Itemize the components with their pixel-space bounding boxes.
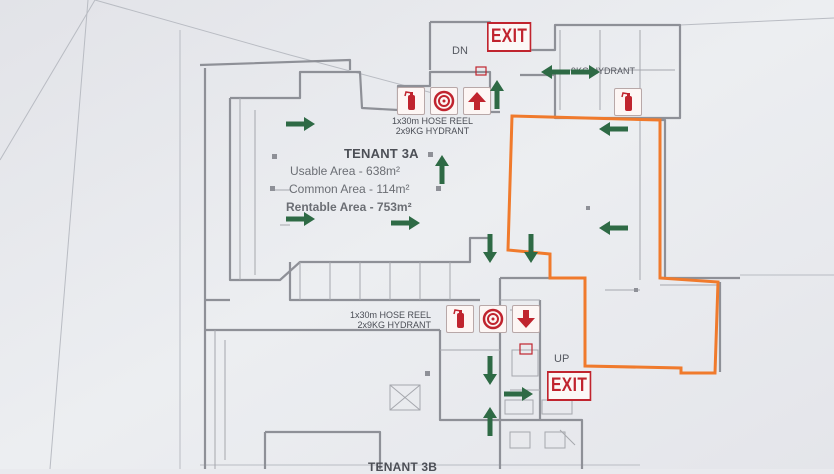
tenant-name: TENANT 3A xyxy=(344,146,419,161)
equipment-note-lower-line2: 2x9KG HYDRANT xyxy=(357,320,432,331)
fire-extinguisher-icon-lower xyxy=(446,305,474,333)
evacuation-arrow-right xyxy=(286,117,315,131)
equipment-note-upper-line2: 2x9KG HYDRANT xyxy=(395,126,470,137)
equipment-note-upper: 1x30m HOSE REEL 2x9KG HYDRANT xyxy=(392,116,473,137)
evacuation-arrow-up xyxy=(483,407,497,436)
hydrant-note: 9KG HYDRANT xyxy=(571,66,636,76)
equipment-note-lower: 1x30m HOSE REEL 2x9KG HYDRANT xyxy=(350,310,431,331)
highlighted-tenancy-outline xyxy=(506,114,720,375)
evacuation-arrow-left xyxy=(541,65,570,79)
hose-reel-icon xyxy=(430,87,458,115)
evacuation-arrow-up xyxy=(435,155,449,184)
arrow-up-icon xyxy=(463,87,491,115)
evacuation-arrow-left xyxy=(599,221,628,235)
hose-reel-icon-lower xyxy=(479,305,507,333)
evacuation-arrow-down xyxy=(524,234,538,263)
evacuation-arrow-right xyxy=(504,387,533,401)
stair-down-label: DN xyxy=(452,45,468,57)
evacuation-arrow-left xyxy=(599,122,628,136)
common-area: Common Area - 114m² xyxy=(289,182,410,196)
evacuation-arrow-right xyxy=(571,65,600,79)
fire-extinguisher-icon xyxy=(397,87,425,115)
fire-extinguisher-icon-right xyxy=(614,88,642,116)
structural-columns xyxy=(270,152,638,376)
evacuation-arrow-right xyxy=(286,212,315,226)
usable-area: Usable Area - 638m² xyxy=(290,164,401,178)
arrow-down-icon xyxy=(512,305,540,333)
exit-sign-top: EXIT xyxy=(487,22,532,52)
equipment-note-lower-line1: 1x30m HOSE REEL xyxy=(350,310,432,320)
evacuation-arrow-down xyxy=(483,234,497,263)
evacuation-arrow-up xyxy=(490,80,504,109)
evacuation-arrow-right xyxy=(391,216,420,230)
rentable-area: Rentable Area - 753m² xyxy=(286,200,412,214)
stair-up-label: UP xyxy=(554,353,570,365)
exit-sign-bottom: EXIT xyxy=(547,371,592,401)
evacuation-arrow-down xyxy=(483,356,497,385)
equipment-note-upper-line1: 1x30m HOSE REEL xyxy=(392,116,474,126)
interior-partitions xyxy=(214,30,718,469)
walls xyxy=(199,20,740,469)
